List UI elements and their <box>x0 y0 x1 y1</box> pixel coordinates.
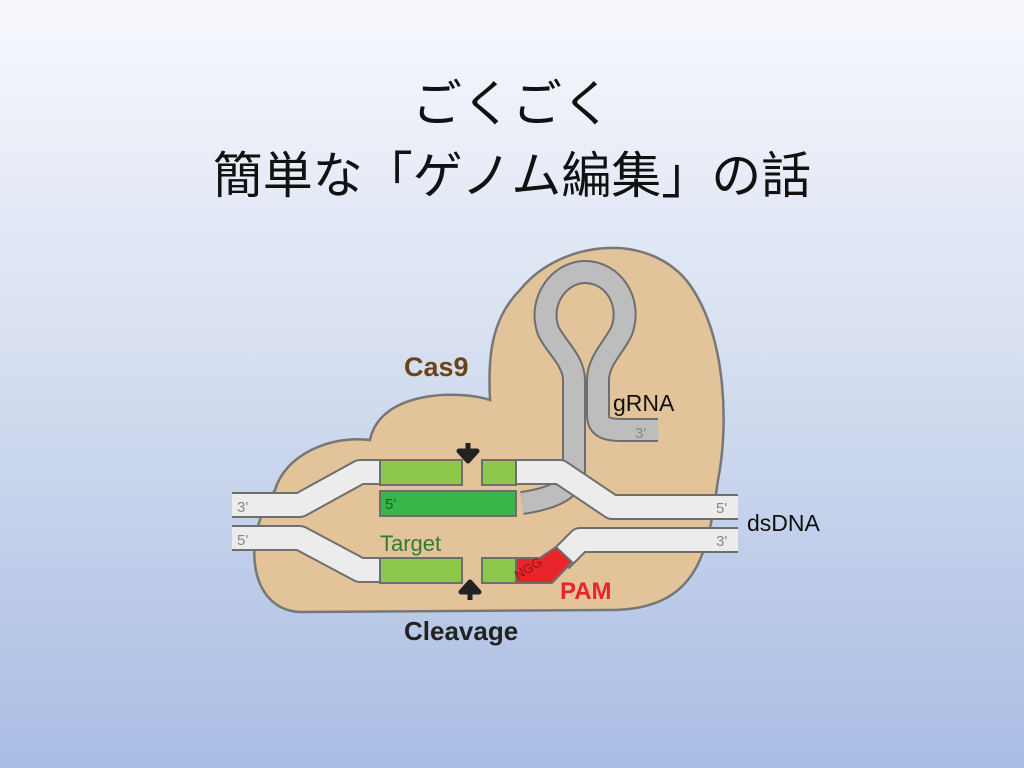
grna-label: gRNA <box>613 390 675 416</box>
title-line-1: ごくごく <box>412 75 612 133</box>
grna-spacer <box>379 490 517 517</box>
target-bottom-left-segment <box>379 557 463 584</box>
slide-title: ごくごく 簡単な「ゲノム編集」の話 <box>0 68 1024 212</box>
grna-end-label: 3' <box>635 425 646 442</box>
top-strand-left-end-label: 3' <box>237 499 248 516</box>
dna-top-strand <box>232 459 738 520</box>
cleavage-arrow-bottom-icon <box>458 579 482 600</box>
target-top-right-segment <box>481 459 517 486</box>
pam-site <box>515 545 574 584</box>
bottom-strand-left-end-label: 5' <box>237 532 248 549</box>
grna-hairpin <box>520 260 658 515</box>
bottom-strand-right-end-label: 3' <box>716 533 727 550</box>
grna-spacer-end-label: 5' <box>385 496 396 513</box>
cleavage-arrow-top-icon <box>456 443 480 464</box>
target-label: Target <box>380 531 441 556</box>
cleavage-label: Cleavage <box>404 616 518 646</box>
target-top-left-segment <box>379 459 463 486</box>
pam-label: PAM <box>560 578 612 605</box>
top-strand-right-end-label: 5' <box>716 500 727 517</box>
title-line-2: 簡単な「ゲノム編集」の話 <box>212 147 812 205</box>
dna-bottom-strand <box>232 525 738 583</box>
dsdna-label: dsDNA <box>747 510 821 536</box>
target-bottom-right-segment <box>481 557 517 584</box>
cas9-label: Cas9 <box>404 352 469 382</box>
